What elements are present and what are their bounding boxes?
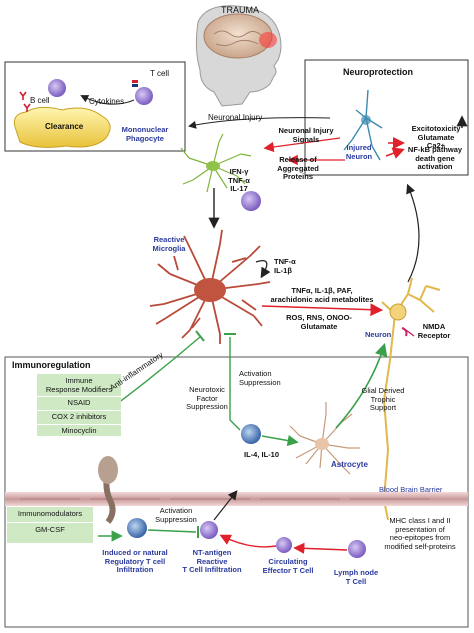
clearance-label: Clearance [45, 122, 84, 131]
ifn-cell-icon [241, 191, 261, 211]
bbb-label: Blood Brain Barrier [379, 485, 443, 494]
trauma-head-icon [195, 5, 282, 107]
treg-crossing-icon [98, 456, 118, 484]
phagocyte-blob-icon [13, 106, 111, 148]
immunoregulation-title: Immunoregulation [12, 360, 91, 370]
resting-microglia-icon [180, 133, 252, 193]
treg-cell-icon [127, 518, 147, 538]
astrocyte-label: Astrocyte [331, 460, 368, 469]
mediators-label: TNFα, IL-1β, PAF,arachidonic acid metabo… [270, 286, 374, 304]
nt-antigen-cell-icon [200, 521, 218, 539]
antibody-icons [19, 91, 31, 112]
astrocyte-icon [289, 402, 360, 475]
effector-cell-icon [276, 537, 292, 553]
neuroprotection-title: Neuroprotection [343, 67, 414, 77]
neuronal-injury-label: Neuronal Injury [208, 113, 263, 122]
t-cell-label: T cell [150, 69, 169, 78]
b-cell-label: B cell [30, 96, 50, 105]
neuron-label: Neuron [365, 330, 392, 339]
reactive-microglia-icon [149, 229, 271, 344]
il4-cell-icon [241, 424, 261, 444]
il4-label: IL-4, IL-10 [244, 450, 280, 459]
immunomodulators-box: Immunomodulators GM-CSF [7, 507, 93, 543]
lymph-cell-icon [348, 540, 366, 558]
t-cell-icon [135, 87, 153, 105]
trauma-label: TRAUMA [221, 5, 259, 15]
cytokines-label: Cytokines [89, 97, 125, 106]
modifiers-box: Immune Response Modifiers NSAID COX 2 in… [37, 374, 121, 436]
clearance-box [4, 61, 186, 152]
ros-label: ROS, RNS, ONOO-Glutamate [286, 313, 352, 331]
b-cell-icon [48, 79, 66, 97]
